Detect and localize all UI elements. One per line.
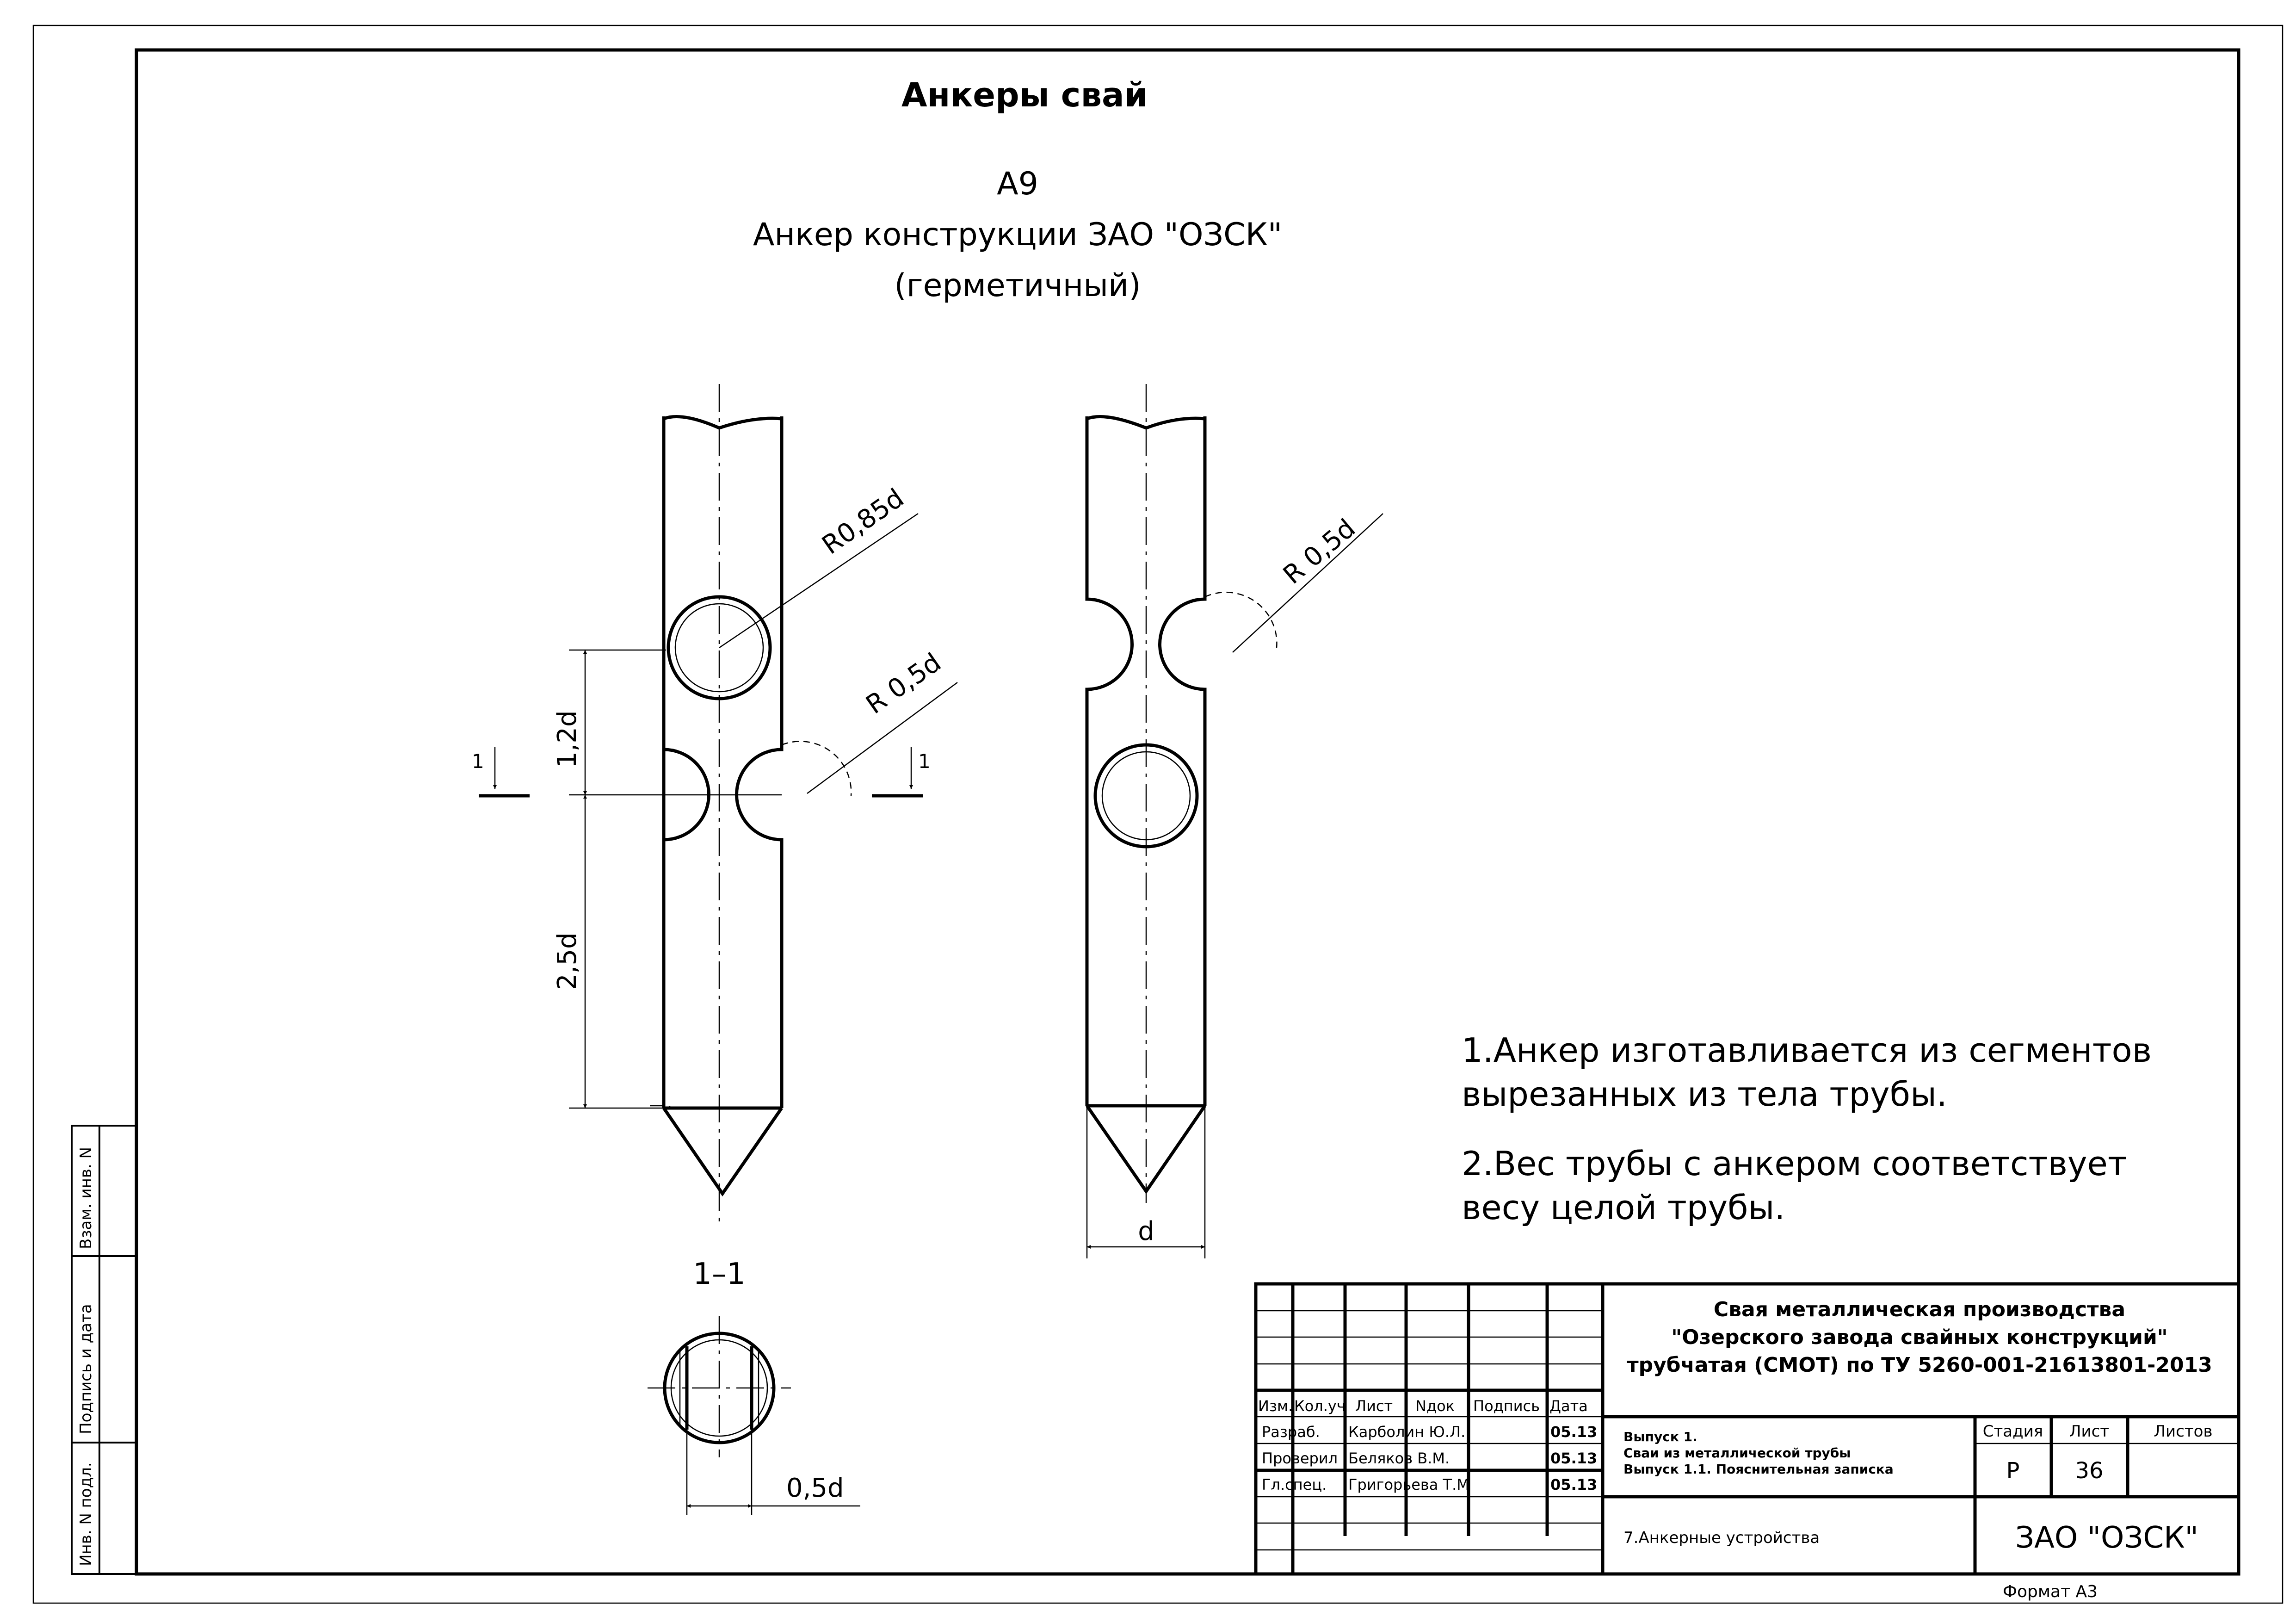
dim-0-5d: 0,5d (786, 1473, 844, 1503)
tb-role-1: Проверил (1262, 1450, 1338, 1467)
dim-d: d (1138, 1216, 1154, 1246)
tb-sheets-h: Листов (2154, 1422, 2212, 1441)
dim-r05d-right: R 0,5d (1278, 513, 1361, 590)
inner-frame (135, 48, 2240, 1576)
tb-product-1: Свая металлическая производства (1714, 1298, 2125, 1321)
tb-name-1: Беляков В.М. (1348, 1450, 1450, 1467)
section-mark-left: 1 (472, 750, 484, 773)
tb-date-2: 05.13 (1550, 1476, 1597, 1493)
section-mark-right: 1 (918, 750, 931, 773)
tb-doc-1: Выпуск 1. (1623, 1429, 1697, 1444)
inspection-hole-side (1093, 743, 1199, 849)
dim-2-5d: 2,5d (552, 932, 582, 990)
note-1-line-1: 1.Анкер изготавливается из сегментов (1462, 1031, 2152, 1070)
note-2-line-1: 2.Вес трубы с анкером соответствует (1462, 1144, 2127, 1183)
tb-h-ndok: Nдок (1415, 1397, 1455, 1415)
page-title: Анкеры свай (901, 75, 1148, 114)
anchor-name: Анкер конструкции ЗАО "ОЗСК" (753, 217, 1282, 253)
tb-product-3: трубчатая (СМОТ) по ТУ 5260-001-21613801… (1627, 1353, 2212, 1377)
notes: 1.Анкер изготавливается из сегментов выр… (1462, 1031, 2152, 1227)
stamp-orig-inv: Инв. N подл. (77, 1462, 95, 1566)
note-2-line-2: весу целой трубы. (1462, 1188, 1785, 1227)
format-label: Формат А3 (2003, 1582, 2098, 1601)
stamp-sign-date: Подпись и дата (77, 1304, 95, 1434)
tb-product-2: "Озерского завода свайных конструкций" (1671, 1326, 2167, 1349)
outer-frame (32, 25, 2284, 1604)
tb-company: ЗАО "ОЗСК" (2015, 1521, 2198, 1555)
inspection-hole (667, 595, 772, 700)
section-1-1: 1–1 0,5d (648, 1257, 860, 1515)
tb-h-date: Дата (1549, 1397, 1588, 1415)
tb-date-1: 05.13 (1550, 1450, 1597, 1467)
tb-role-2: Гл.спец. (1262, 1476, 1327, 1493)
dim-r05d-left: R 0,5d (861, 647, 947, 720)
tb-sheet-v: 36 (2075, 1458, 2103, 1484)
front-view: R0,85d R 0,5d 1,2d 2,5d 1 1 (472, 384, 958, 1221)
tb-date-0: 05.13 (1550, 1423, 1597, 1441)
tb-name-2: Григорьева Т.М (1348, 1476, 1469, 1493)
dim-1-2d: 1,2d (552, 710, 582, 768)
section-label: 1–1 (693, 1257, 745, 1291)
tb-doc-3: Выпуск 1.1. Пояснительная записка (1623, 1462, 1894, 1477)
tb-role-0: Разраб. (1262, 1423, 1320, 1441)
title-block: Изм. Кол.уч Лист Nдок Подпись Дата Разра… (1254, 1282, 2240, 1576)
stamp-replace-inv: Взам. инв. N (77, 1147, 95, 1249)
tb-h-sign: Подпись (1473, 1397, 1540, 1415)
tb-h-izm: Изм. (1258, 1397, 1293, 1415)
tb-h-kol: Кол.уч (1294, 1397, 1346, 1415)
side-view: R 0,5d d (1085, 384, 1383, 1258)
tb-sheet-h: Лист (2069, 1422, 2109, 1441)
tb-stage-v: Р (2006, 1458, 2020, 1484)
tb-doc-2: Сваи из металлической трубы (1623, 1445, 1851, 1461)
tb-name-0: Карболин Ю.Л. (1348, 1423, 1465, 1441)
anchor-code: А9 (997, 166, 1038, 202)
side-stamp: Взам. инв. N Подпись и дата Инв. N подл. (71, 1125, 137, 1575)
anchor-type: (герметичный) (894, 267, 1141, 304)
note-1-line-2: вырезанных из тела трубы. (1462, 1075, 1947, 1114)
tb-h-list: Лист (1355, 1397, 1393, 1415)
dim-r085d: R0,85d (817, 483, 909, 560)
tb-stage-h: Стадия (1983, 1422, 2043, 1441)
tb-section-name: 7.Анкерные устройства (1623, 1529, 1820, 1547)
